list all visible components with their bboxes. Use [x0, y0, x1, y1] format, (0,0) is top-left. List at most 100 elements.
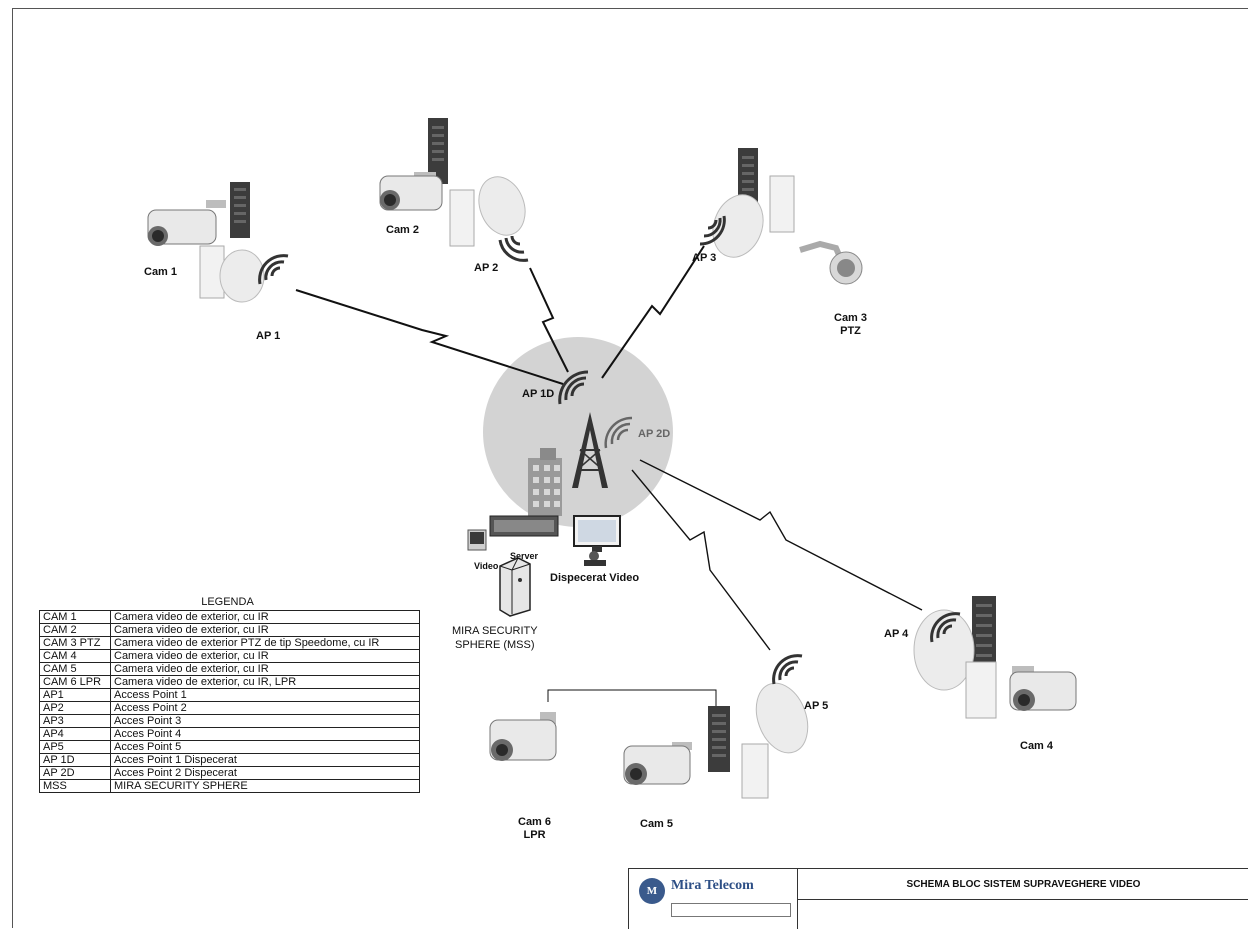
legend-desc: Access Point 2 [110, 701, 420, 715]
legend-desc: MIRA SECURITY SPHERE [110, 779, 420, 793]
legend-key: AP 2D [39, 766, 111, 780]
link-ap3-ap1d [601, 245, 705, 379]
legend-key: CAM 1 [39, 610, 111, 624]
mira-logo-icon: M [639, 878, 665, 904]
server-tower-icon [499, 557, 531, 617]
cam2-icon [379, 118, 448, 211]
label-ap2: AP 2 [474, 262, 499, 274]
frame-left [12, 8, 13, 928]
cable-cam6-ap5 [547, 689, 717, 708]
link-ap2-ap1d [529, 267, 569, 373]
ap1-signal-icon [258, 254, 289, 285]
ap1-device-icon [199, 245, 265, 303]
legend-key: CAM 6 LPR [39, 675, 111, 689]
ap2-device-icon [449, 176, 526, 247]
legend-desc: Camera video de exterior, cu IR [110, 610, 420, 624]
ap2-signal-icon [498, 235, 529, 262]
link-ap2d-ap5 [631, 469, 771, 651]
ap2d-signal-icon [604, 416, 633, 449]
label-mss-line1: MIRA SECURITY [452, 625, 538, 637]
server-workstation-icon [467, 515, 559, 551]
legend-desc: Acces Point 1 Dispecerat [110, 753, 420, 767]
legend-key: CAM 5 [39, 662, 111, 676]
legend-desc: Camera video de exterior, cu IR [110, 623, 420, 637]
label-ap3: AP 3 [692, 252, 717, 264]
building-icon [528, 448, 562, 516]
link-ap1-ap1d [295, 289, 564, 385]
label-mss: MIRA SECURITY SPHERE (MSS) [452, 624, 538, 652]
ap4-signal-icon [930, 612, 961, 643]
cam6-icon [489, 712, 557, 761]
label-cam1: Cam 1 [144, 266, 178, 278]
label-server: Server [510, 551, 539, 561]
cam1-icon [147, 182, 250, 246]
dispatch-monitor-icon [573, 515, 621, 566]
cam5-icon [623, 742, 692, 785]
cam4-icon [1009, 666, 1077, 711]
label-ap1: AP 1 [256, 330, 281, 342]
label-ap4: AP 4 [884, 628, 909, 640]
label-dispecerat: Dispecerat Video [550, 572, 640, 584]
label-cam3: Cam 3 PTZ [834, 312, 867, 338]
legend-desc: Camera video de exterior, cu IR [110, 662, 420, 676]
label-cam3-line1: Cam 3 [834, 312, 868, 324]
company-logo: M Mira Telecom [629, 869, 798, 929]
tower-icon [572, 412, 608, 488]
label-cam3-line2: PTZ [840, 325, 861, 337]
label-cam6-line2: LPR [523, 829, 546, 841]
ap5-device-icon [708, 682, 809, 799]
legend-key: AP1 [39, 688, 111, 702]
legend-key: CAM 3 PTZ [39, 636, 111, 650]
ap1d-signal-icon [558, 370, 589, 405]
legend-desc: Camera video de exterior, cu IR, LPR [110, 675, 420, 689]
link-ap2d-ap4 [639, 459, 923, 611]
legend-key: AP4 [39, 727, 111, 741]
legend-desc: Access Point 1 [110, 688, 420, 702]
ap3-device-icon [712, 148, 795, 258]
legend-desc: Acces Point 4 [110, 727, 420, 741]
ap3-signal-icon [699, 215, 726, 246]
label-cam2: Cam 2 [386, 224, 420, 236]
legend-desc: Camera video de exterior, cu IR [110, 649, 420, 663]
label-cam4: Cam 4 [1020, 740, 1054, 752]
title-block: M Mira Telecom SCHEMA BLOC SISTEM SUPRAV… [628, 868, 1248, 929]
legend-key: AP2 [39, 701, 111, 715]
label-mss-line2: SPHERE (MSS) [455, 639, 535, 651]
label-video: Video [474, 561, 499, 571]
legend-key: AP 1D [39, 753, 111, 767]
legend-key: CAM 2 [39, 623, 111, 637]
legend-desc: Acces Point 2 Dispecerat [110, 766, 420, 780]
drawing-title: SCHEMA BLOC SISTEM SUPRAVEGHERE VIDEO [798, 869, 1248, 900]
ap5-signal-icon [772, 654, 803, 685]
label-cam6-line1: Cam 6 [518, 816, 552, 828]
legend-title: LEGENDA [201, 596, 254, 608]
company-name: Mira Telecom [671, 878, 754, 893]
legend-key: AP5 [39, 740, 111, 754]
label-cam5: Cam 5 [640, 818, 674, 830]
label-ap2d: AP 2D [638, 428, 671, 440]
label-ap1d: AP 1D [522, 388, 555, 400]
legend-desc: Acces Point 3 [110, 714, 420, 728]
legend-key: CAM 4 [39, 649, 111, 663]
ap4-device-icon [913, 596, 997, 719]
label-ap5: AP 5 [804, 700, 829, 712]
company-contact-box [671, 903, 791, 917]
label-cam6: Cam 6 LPR [518, 816, 551, 842]
frame-top [12, 8, 1248, 9]
